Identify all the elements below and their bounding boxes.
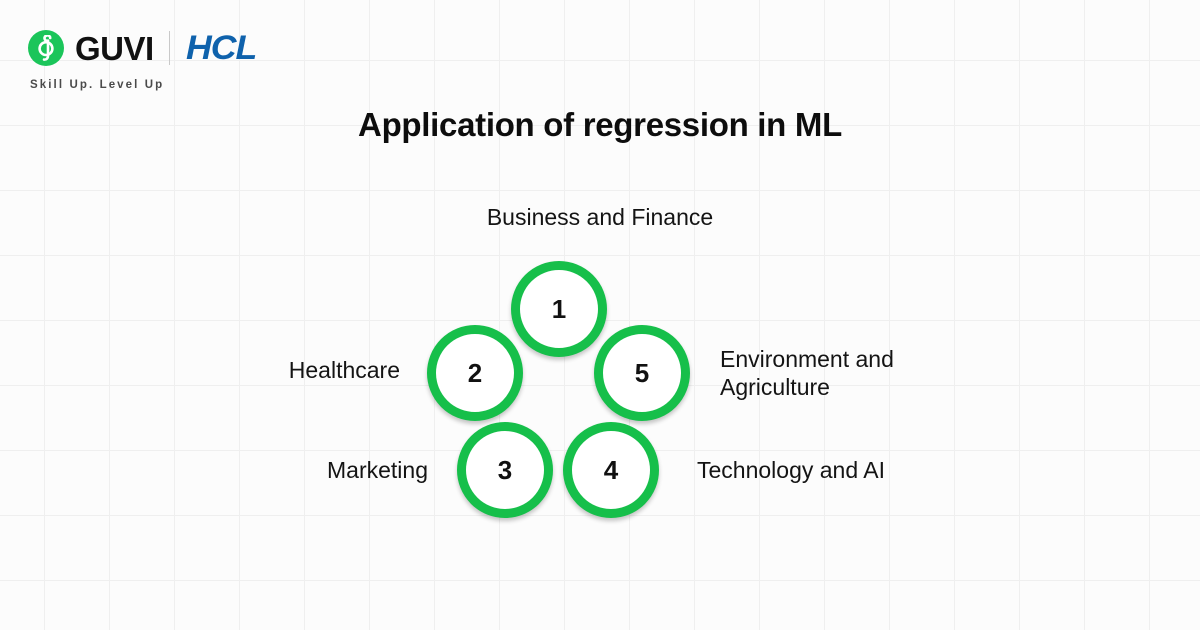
brand-tagline: Skill Up. Level Up	[30, 79, 165, 91]
hcl-wordmark: HCL	[185, 29, 257, 67]
node-circle-3[interactable]: 3	[457, 422, 553, 518]
node-label-business-and-finance: Business and Finance	[486, 204, 714, 230]
node-label-environment-and-agriculture: Environment and Agriculture	[720, 346, 894, 401]
brand-header: GUVI HCL Skill Up. Level Up	[28, 26, 257, 91]
brand-divider	[168, 31, 170, 65]
node-circle-2[interactable]: 2	[427, 325, 523, 421]
node-label-healthcare: Healthcare	[288, 357, 400, 383]
node-label-technology-and-ai: Technology and AI	[697, 457, 885, 483]
guvi-wordmark: GUVI	[75, 29, 154, 67]
node-number-4: 4	[603, 455, 619, 485]
page-title: Application of regression in ML	[358, 106, 842, 143]
node-label-marketing: Marketing	[327, 457, 428, 483]
node-number-1: 1	[551, 294, 567, 324]
node-circle-1[interactable]: 1	[511, 261, 607, 357]
guvi-g-mark-icon	[28, 30, 64, 66]
node-circle-4[interactable]: 4	[563, 422, 659, 518]
node-number-3: 3	[497, 455, 513, 485]
node-number-5: 5	[634, 358, 650, 388]
node-circle-5[interactable]: 5	[594, 325, 690, 421]
brand-logo-row: GUVI HCL	[28, 26, 257, 70]
node-number-2: 2	[467, 358, 483, 388]
